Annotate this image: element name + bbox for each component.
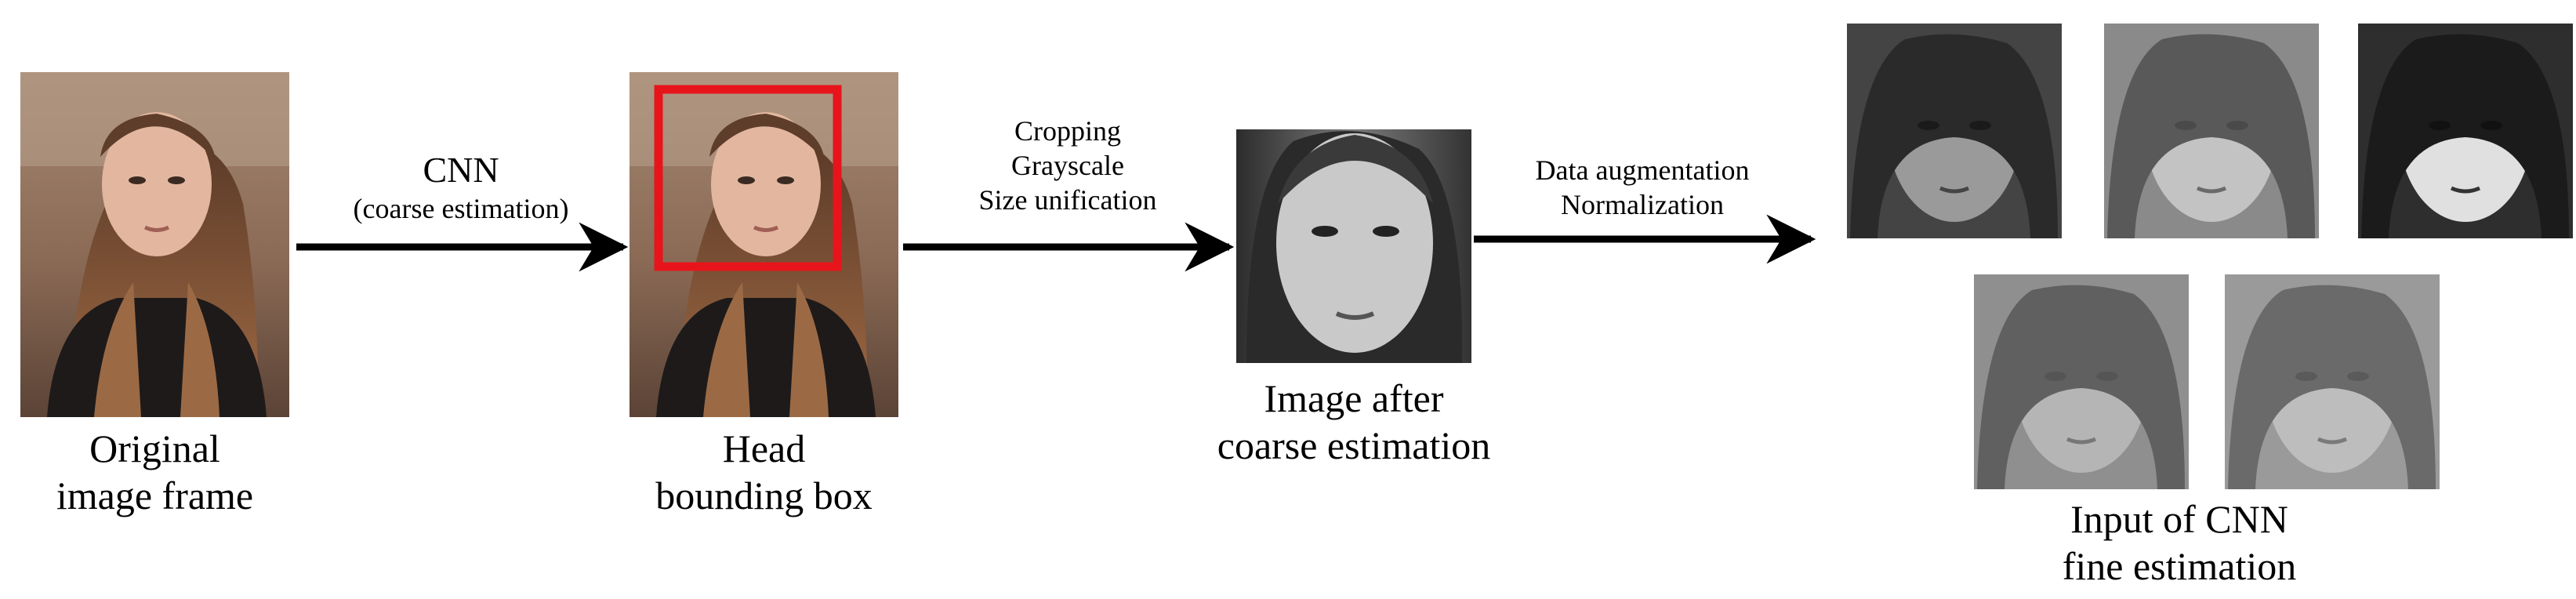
head-bounding-box [654,85,842,271]
caption-original-line2: image frame [56,474,254,517]
cropped-grayscale-image [1236,129,1471,363]
caption-fine-line1: Input of CNN [2070,497,2288,541]
label-cropping-line3: Size unification [978,184,1157,216]
label-cropping-line1: Cropping [1014,115,1121,147]
label-cropping: Cropping Grayscale Size unification [903,114,1232,217]
augmented-image-4 [1974,274,2189,489]
caption-original-line1: Original [89,427,220,470]
augmented-image-5 [2225,274,2440,489]
caption-original: Original image frame [20,425,289,519]
augmented-image-1 [1847,24,2062,239]
label-cropping-line2: Grayscale [1011,150,1124,181]
caption-head-box: Head bounding box [622,425,906,519]
caption-coarse-line2: coarse estimation [1217,423,1491,467]
head-bounding-box-image [629,72,898,417]
label-cnn-line2: (coarse estimation) [353,193,569,224]
label-augmentation: Data augmentation Normalization [1474,153,1811,222]
caption-fine-line2: fine estimation [2062,544,2297,588]
augmented-image-3 [2358,24,2573,239]
label-augmentation-line1: Data augmentation [1535,154,1750,186]
original-image [20,72,289,417]
caption-coarse: Image after coarse estimation [1181,375,1526,469]
caption-coarse-line1: Image after [1264,376,1444,420]
label-augmentation-line2: Normalization [1561,189,1724,220]
label-cnn-line1: CNN [423,150,499,190]
augmented-image-2 [2104,24,2319,239]
caption-head-line1: Head [722,427,806,470]
label-cnn: CNN (coarse estimation) [296,149,626,226]
caption-fine: Input of CNN fine estimation [2007,496,2352,590]
caption-head-line2: bounding box [655,474,873,517]
